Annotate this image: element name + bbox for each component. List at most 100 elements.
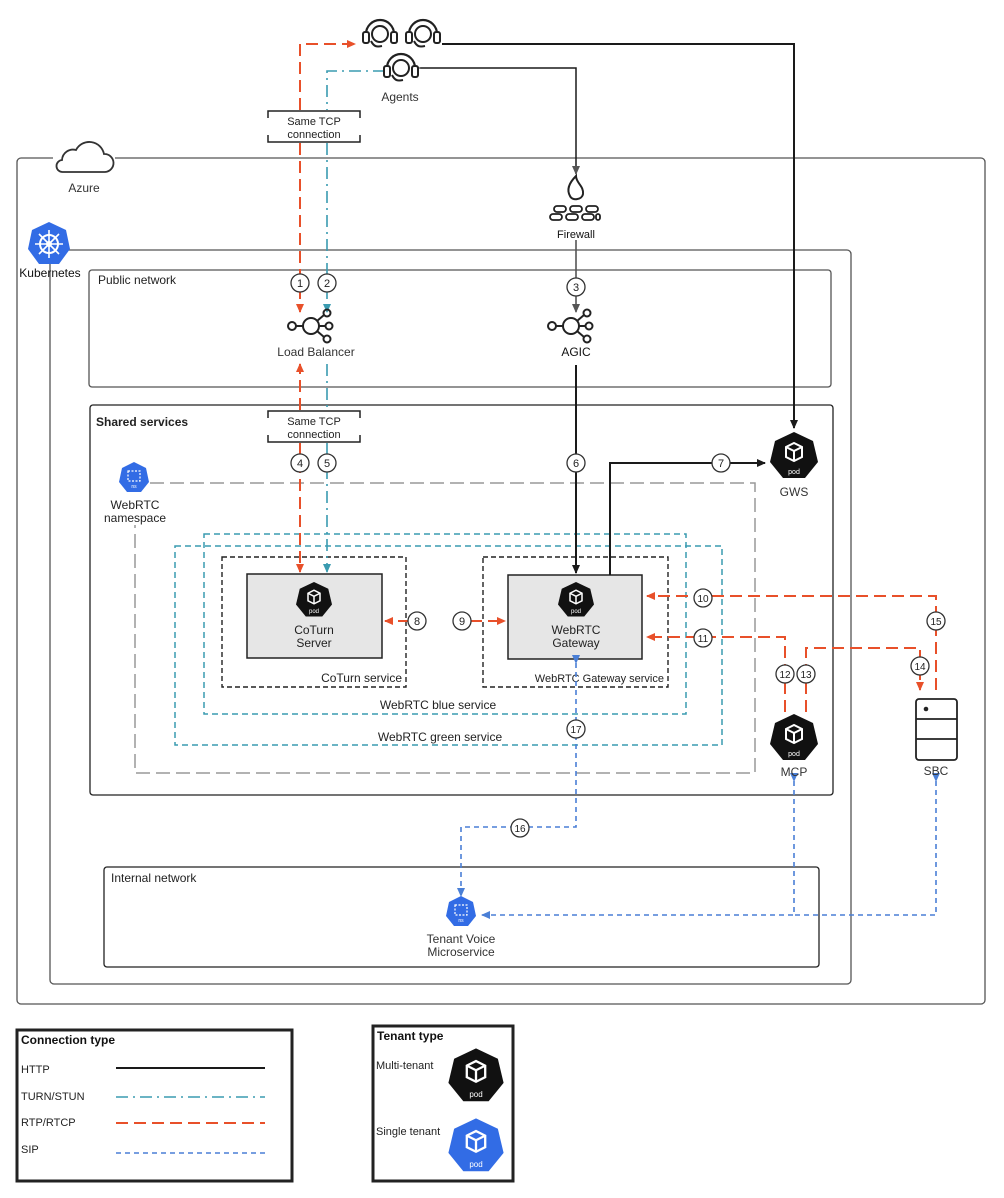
webrtc-namespace-label-2: namespace — [104, 511, 166, 525]
agic-label: AGIC — [561, 345, 591, 359]
webrtc-namespace-zone — [134, 482, 756, 774]
agents-label: Agents — [381, 90, 418, 104]
legend-http-label: HTTP — [21, 1064, 50, 1076]
tcp-top-label-2: connection — [287, 129, 340, 141]
legend-tenant-type: Tenant type Multi-tenant pod Single tena… — [371, 1024, 515, 1183]
gws-label: GWS — [780, 485, 809, 499]
step-badge-9: 9 — [452, 611, 472, 631]
load-balancer-icon — [287, 308, 334, 344]
public-network-label: Public network — [98, 273, 177, 287]
tenant-voice-ns-icon: ns — [446, 896, 476, 926]
step-number: 2 — [324, 278, 330, 290]
legend-turn-label: TURN/STUN — [21, 1091, 85, 1103]
namespace-icon-label: ns — [131, 484, 137, 490]
step-badge-15: 15 — [926, 611, 946, 631]
legend-connection-type: Connection type HTTP TURN/STUN RTP/RTCP … — [15, 1028, 294, 1183]
step-number: 4 — [297, 458, 303, 470]
gws-pod-label: pod — [788, 469, 800, 476]
webrtc-green-service-zone — [174, 545, 723, 746]
rtp-mcp-gateway — [646, 633, 786, 712]
step-number: 14 — [914, 662, 926, 673]
tenant-voice-ns-label: ns — [458, 918, 464, 924]
mcp-pod-label: pod — [788, 751, 800, 758]
http-agents-gws — [442, 43, 798, 429]
shared-services-label: Shared services — [96, 415, 188, 429]
step-badge-1: 1 — [290, 273, 310, 293]
azure-label: Azure — [68, 181, 100, 195]
firewall-icon — [549, 173, 601, 221]
webrtc-blue-service-label: WebRTC blue service — [380, 698, 497, 712]
step-number: 5 — [324, 458, 330, 470]
sip-gateway-tvm — [457, 655, 580, 897]
step-number: 12 — [779, 670, 791, 681]
legend-rtp-label: RTP/RTCP — [21, 1117, 76, 1129]
webrtc-gateway-label-2: Gateway — [552, 636, 599, 650]
step-badge-13: 13 — [796, 664, 816, 684]
coturn-server-label-1: CoTurn — [294, 623, 334, 637]
legend-multi-pod-label: pod — [469, 1090, 482, 1099]
step-number: 16 — [514, 824, 526, 835]
tcp-mid-label-2: connection — [287, 429, 340, 441]
step-badge-12: 12 — [775, 664, 795, 684]
step-badge-5: 5 — [317, 453, 337, 473]
step-badge-11: 11 — [693, 628, 713, 648]
namespace-icon: ns — [119, 462, 149, 492]
step-number: 7 — [718, 458, 724, 470]
agent-headset-icon — [361, 18, 399, 48]
legend-connection-title: Connection type — [21, 1033, 115, 1047]
sip-sbc-tvm — [794, 773, 940, 916]
step-badge-14: 14 — [910, 656, 930, 676]
rtp-mcp-sbc — [805, 647, 924, 712]
step-badge-3: 3 — [566, 277, 586, 297]
webrtc-blue-service-zone — [203, 533, 687, 715]
step-number: 3 — [573, 282, 579, 294]
step-number: 9 — [459, 616, 465, 628]
kubernetes-label: Kubernetes — [19, 266, 80, 280]
step-number: 10 — [697, 594, 709, 605]
step-number: 11 — [698, 634, 709, 645]
legend-multi-label: Multi-tenant — [376, 1060, 433, 1072]
step-badge-10: 10 — [693, 588, 713, 608]
coturn-server-label-2: Server — [296, 636, 331, 650]
sip-mcp-tvm — [481, 773, 798, 919]
kubernetes-zone — [49, 249, 852, 985]
tenant-voice-label-1: Tenant Voice — [427, 932, 496, 946]
step-number: 1 — [297, 278, 303, 290]
tcp-top-label-1: Same TCP — [287, 116, 341, 128]
sbc-server-icon — [915, 698, 958, 761]
agic-icon — [547, 308, 594, 344]
same-tcp-connection-box-top: Same TCP connection — [267, 110, 361, 143]
webrtc-gateway-label-1: WebRTC — [552, 623, 601, 637]
same-tcp-connection-box-mid: Same TCP connection — [267, 410, 361, 443]
step-number: 6 — [573, 458, 579, 470]
gateway-pod-label: pod — [571, 609, 581, 615]
coturn-service-label: CoTurn service — [321, 671, 402, 685]
rtp-agents-lb — [299, 40, 356, 110]
step-badge-2: 2 — [317, 273, 337, 293]
step-badge-16: 16 — [510, 818, 530, 838]
step-number: 17 — [570, 725, 582, 736]
agents-icon-group — [361, 18, 442, 82]
step-badge-4: 4 — [290, 453, 310, 473]
step-number: 15 — [930, 617, 942, 628]
mcp-label: MCP — [781, 765, 808, 779]
turn-agents-lb — [326, 70, 385, 110]
sbc-label: SBC — [924, 764, 949, 778]
step-badge-7: 7 — [711, 453, 731, 473]
step-badge-6: 6 — [566, 453, 586, 473]
legend-single-label: Single tenant — [376, 1126, 440, 1138]
webrtc-gateway-service-label: WebRTC Gateway service — [535, 673, 664, 685]
tcp-mid-label-1: Same TCP — [287, 416, 341, 428]
step-badge-8: 8 — [407, 611, 427, 631]
kubernetes-icon — [28, 222, 70, 264]
coturn-pod-label: pod — [309, 609, 319, 615]
internal-network-label: Internal network — [111, 871, 197, 885]
legend-tenant-title: Tenant type — [377, 1029, 444, 1043]
rtp-sbc-gateway — [646, 592, 937, 690]
step-badge-17: 17 — [566, 719, 586, 739]
load-balancer-label: Load Balancer — [277, 345, 354, 359]
legend-sip-label: SIP — [21, 1144, 39, 1156]
tenant-voice-label-2: Microservice — [427, 945, 495, 959]
